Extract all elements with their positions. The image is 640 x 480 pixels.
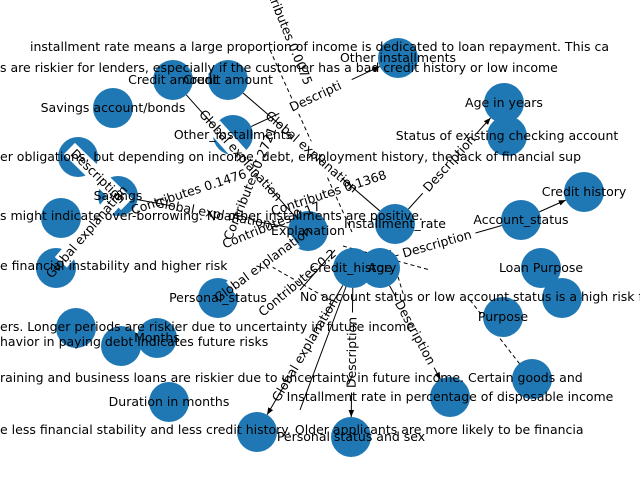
edge-label-background: [172, 198, 254, 229]
connector-line: [469, 299, 541, 391]
description-text: havior in paying debt indicates future r…: [0, 334, 268, 349]
connector-line: [269, 49, 353, 233]
node-label: Other_installments: [174, 127, 292, 142]
node-label: Credit amount: [128, 72, 218, 87]
graph-node[interactable]: [153, 60, 193, 100]
node-label: Explanation: [271, 223, 345, 238]
node-label: Age: [368, 260, 392, 275]
description-text: ers. Longer periods are riskier due to u…: [0, 319, 414, 334]
graph-node[interactable]: [483, 297, 523, 337]
node-label: Savings account/bonds: [41, 100, 186, 115]
graph-node[interactable]: [237, 412, 277, 452]
edge-label-background: [54, 196, 120, 268]
node-label: Installment rate in percentage of dispos…: [287, 389, 614, 404]
description-text: e less financial stability and less cred…: [0, 422, 584, 437]
edge-label-background: [275, 72, 356, 121]
node-label: Savings: [94, 188, 143, 203]
edge-label-background: [275, 119, 348, 185]
node-label: Installment_rate: [344, 216, 446, 231]
node-label: Loan Purpose: [499, 260, 583, 275]
node-label: Age in years: [465, 95, 543, 110]
graph-node[interactable]: [512, 359, 552, 399]
graph-node[interactable]: [208, 60, 248, 100]
connector-line: [299, 267, 354, 411]
edge-label-background: [207, 120, 274, 191]
node-label: Purpose: [478, 309, 528, 324]
graph-node[interactable]: [149, 382, 189, 422]
node-label: Credit amount: [183, 72, 273, 87]
graph-node[interactable]: [331, 417, 371, 457]
graph-node[interactable]: [56, 308, 96, 348]
graph-node[interactable]: [378, 38, 418, 78]
graph-edge: [539, 199, 566, 213]
edge-label-background: [226, 234, 300, 295]
node-label: Account_status: [473, 212, 568, 227]
node-label: Personal_status: [169, 290, 267, 305]
edge-label-background: [416, 128, 483, 199]
graph-node[interactable]: [360, 248, 400, 288]
edge-label-background: [396, 225, 478, 263]
graph-node[interactable]: [487, 116, 527, 156]
node-label: Personal status and sex: [277, 429, 425, 444]
node-label: Months: [134, 330, 180, 345]
description-text: installment rate means a large proportio…: [30, 39, 609, 54]
graph-node[interactable]: [93, 88, 133, 128]
edge-label-background: [388, 293, 442, 372]
nodes-layer: [36, 38, 604, 457]
graph-node[interactable]: [137, 318, 177, 358]
graph-node[interactable]: [542, 278, 582, 318]
description-text: s are riskier for lenders, especially if…: [0, 60, 558, 75]
edge-label-background: [277, 311, 333, 389]
description-text: No account status or low account status …: [300, 289, 640, 304]
node-label: Other installments: [340, 50, 456, 65]
node-label: Duration in months: [109, 394, 230, 409]
graph-node[interactable]: [288, 211, 328, 251]
graph-node[interactable]: [430, 377, 470, 417]
connector-line: [299, 249, 336, 291]
edge-label-background: [343, 312, 361, 393]
edge-label-background: [63, 142, 133, 211]
graph-node[interactable]: [41, 198, 81, 238]
edge-label: Global explanation: [268, 295, 340, 404]
node-label: Credit_history: [310, 260, 397, 275]
graph-node[interactable]: [101, 326, 141, 366]
graph-node[interactable]: [521, 248, 561, 288]
description-text: e financial instability and higher risk: [0, 258, 228, 273]
graph-node[interactable]: [501, 200, 541, 240]
graph-node[interactable]: [484, 83, 524, 123]
node-label: Status of existing checking account: [396, 128, 619, 143]
graph-node[interactable]: [198, 278, 238, 318]
graph-node[interactable]: [375, 204, 415, 244]
node-label: Credit history: [542, 184, 627, 199]
graph-node[interactable]: [564, 172, 604, 212]
edge-label: Description: [344, 317, 360, 388]
description-text: s might indicate over-borrowing. No othe…: [0, 208, 423, 223]
description-text: er obligations, but depending on income,…: [0, 149, 581, 164]
description-text: raining and business loans are riskier d…: [0, 370, 583, 385]
